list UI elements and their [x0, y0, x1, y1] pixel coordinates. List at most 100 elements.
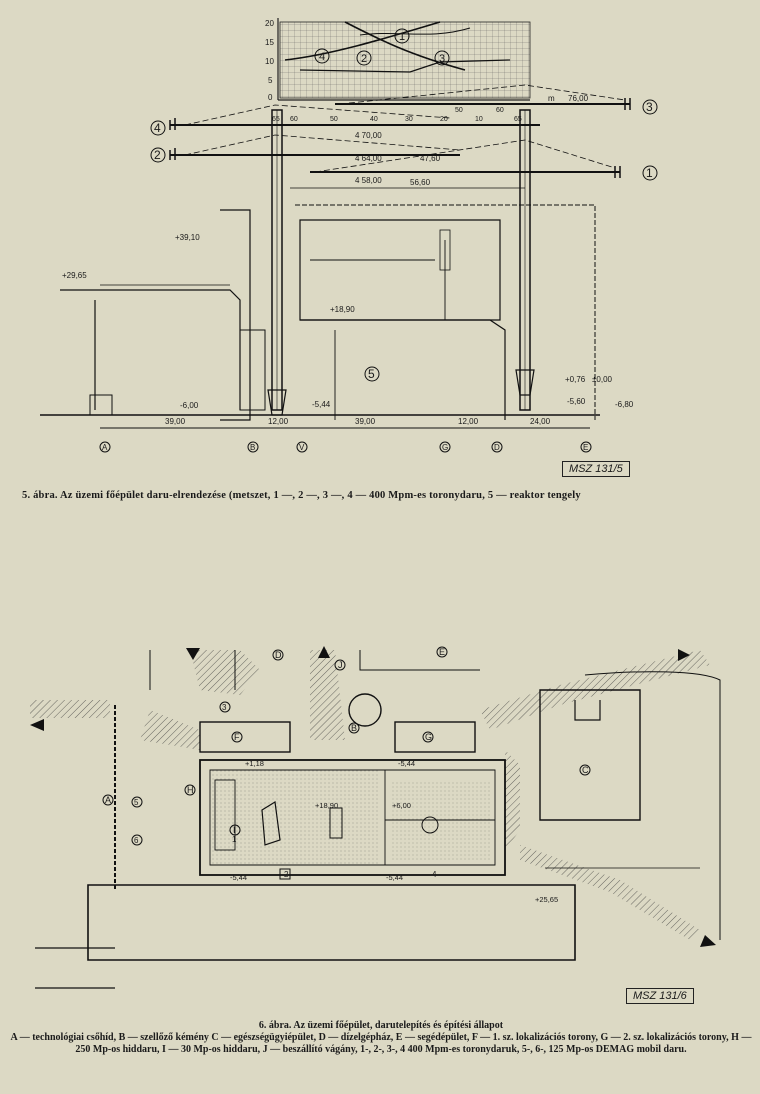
level: +6,00 [392, 801, 411, 810]
crane-5: 5 [134, 798, 139, 807]
zone-J: J [338, 660, 343, 670]
level: +29,65 [62, 271, 87, 280]
load-curve-3 [359, 27, 471, 36]
zone-A: A [105, 795, 111, 805]
plan-svg: A B C D E F G H I J 1 2 3 4 5 6 +1,18 -5… [30, 646, 721, 989]
arrow-up-icon [318, 646, 330, 658]
level: +18,90 [315, 801, 338, 810]
crane-label-2: 2 [154, 148, 161, 162]
caption-figure-6: 6. ábra. Az üzemi főépület, darutelepíté… [8, 1020, 754, 1056]
arrow-down-icon [186, 648, 200, 660]
zone-I: I [233, 825, 236, 835]
crane-1: 1 [232, 835, 237, 844]
axis-dimension-line: 39,00 12,00 39,00 12,00 24,00 A B V G D … [99, 417, 592, 453]
load-curve-4 [299, 59, 511, 73]
dim: 47,60 [420, 154, 441, 163]
axis-label: G [442, 443, 448, 452]
level: -6,00 [180, 401, 199, 410]
crane-label-3: 3 [646, 100, 653, 114]
level-marks: +29,65 +39,10 +18,90 -6,00 -5,44 +0,76 ±… [62, 233, 634, 410]
span: 12,00 [268, 417, 289, 426]
axis-label: V [299, 443, 305, 452]
level: -6,80 [615, 400, 634, 409]
x-tick: 60 [496, 107, 504, 114]
zone-B: B [351, 723, 357, 733]
x-tick-labels: 65 60 50 40 30 20 10 50 60 65 [272, 107, 522, 123]
level: ±0,00 [592, 375, 613, 384]
span: 39,00 [355, 417, 376, 426]
dim: 4 58,00 [355, 176, 382, 185]
y-tick-labels: 20 15 10 5 0 [265, 19, 274, 102]
axis-label: A [102, 443, 108, 452]
crane-towers [267, 109, 535, 416]
caption-figure-5: 5. ábra. Az üzemi főépület daru-elrendez… [22, 490, 581, 501]
level: +0,76 [565, 375, 586, 384]
level: +39,10 [175, 233, 200, 242]
x-tick: 65 [272, 116, 280, 123]
y-tick: 20 [265, 19, 274, 28]
dim: 56,60 [410, 178, 431, 187]
arrow-right-icon [678, 649, 690, 661]
x-tick: 50 [330, 116, 338, 123]
load-curve-1 [284, 21, 441, 61]
span: 39,00 [165, 417, 186, 426]
building-section [40, 204, 600, 421]
crane-label-1: 1 [646, 166, 653, 180]
stamp-fig6: MSZ 131/6 [626, 988, 694, 1004]
zone-C: C [582, 765, 589, 775]
y-tick: 5 [268, 76, 273, 85]
arrow-right-icon [30, 719, 44, 731]
curve-label-1: 1 [399, 31, 405, 43]
boom-dimensions: 4 70,00 4 64,00 47,60 4 58,00 56,60 76,0… [355, 94, 589, 187]
x-tick: 60 [290, 116, 298, 123]
plan-levels: +1,18 -5,44 +18,90 +6,00 -5,44 -5,44 +25… [230, 759, 558, 904]
crane-label-4: 4 [154, 121, 161, 135]
curve-label-2: 2 [361, 53, 367, 65]
y-tick: 0 [268, 93, 273, 102]
span: 12,00 [458, 417, 479, 426]
arrow-down-right-icon [700, 935, 716, 947]
zone-D: D [275, 650, 282, 660]
level: +1,18 [245, 759, 264, 768]
level: -5,44 [312, 400, 331, 409]
level: +18,90 [330, 305, 355, 314]
load-chart: 20 15 10 5 0 65 60 50 40 30 20 10 50 60 … [265, 18, 531, 123]
caption-title: 6. ábra. Az üzemi főépület, darutelepíté… [258, 1020, 504, 1031]
x-tick: 50 [455, 107, 463, 114]
stamp-fig5: MSZ 131/5 [562, 461, 630, 477]
dim: 4 64,00 [355, 154, 382, 163]
dim: 4 70,00 [355, 131, 382, 140]
crane-markers: 4 2 3 1 [150, 99, 658, 181]
crane-positions: 1 2 3 4 5 6 [131, 701, 437, 880]
x-tick: 65 [514, 116, 522, 123]
level: -5,44 [386, 873, 403, 882]
level: -5,44 [230, 873, 247, 882]
crane-3: 3 [222, 703, 227, 712]
x-tick: 30 [405, 116, 413, 123]
load-curve-2 [344, 21, 466, 71]
crane-2: 2 [284, 870, 289, 879]
y-tick: 15 [265, 38, 274, 47]
zone-F: F [234, 732, 240, 742]
figure-5-section-drawing: 20 15 10 5 0 65 60 50 40 30 20 10 50 60 … [0, 0, 760, 480]
span: 24,00 [530, 417, 551, 426]
x-tick: 10 [475, 116, 483, 123]
caption-legend: A — technológiai csőhíd, B — szellőző ké… [10, 1032, 752, 1055]
zone-E: E [439, 647, 445, 657]
reactor-axis-marker: 5 [364, 366, 380, 382]
axis-label: E [583, 443, 588, 452]
crane-4: 4 [432, 870, 437, 879]
dim: 76,00 [568, 94, 589, 103]
curve-label-4: 4 [319, 51, 325, 63]
level: -5,44 [398, 759, 415, 768]
level: -5,60 [567, 397, 586, 406]
x-tick: 20 [440, 116, 448, 123]
zone-H: H [187, 785, 194, 795]
figure-6-site-plan: A B C D E F G H I J 1 2 3 4 5 6 +1,18 -5… [0, 630, 760, 1020]
axis-label: D [494, 443, 500, 452]
dim: m [548, 94, 555, 103]
curve-label-3: 3 [439, 53, 445, 65]
y-tick: 10 [265, 57, 274, 66]
zone-G: G [425, 732, 432, 742]
section-svg: 20 15 10 5 0 65 60 50 40 30 20 10 50 60 … [40, 18, 658, 453]
